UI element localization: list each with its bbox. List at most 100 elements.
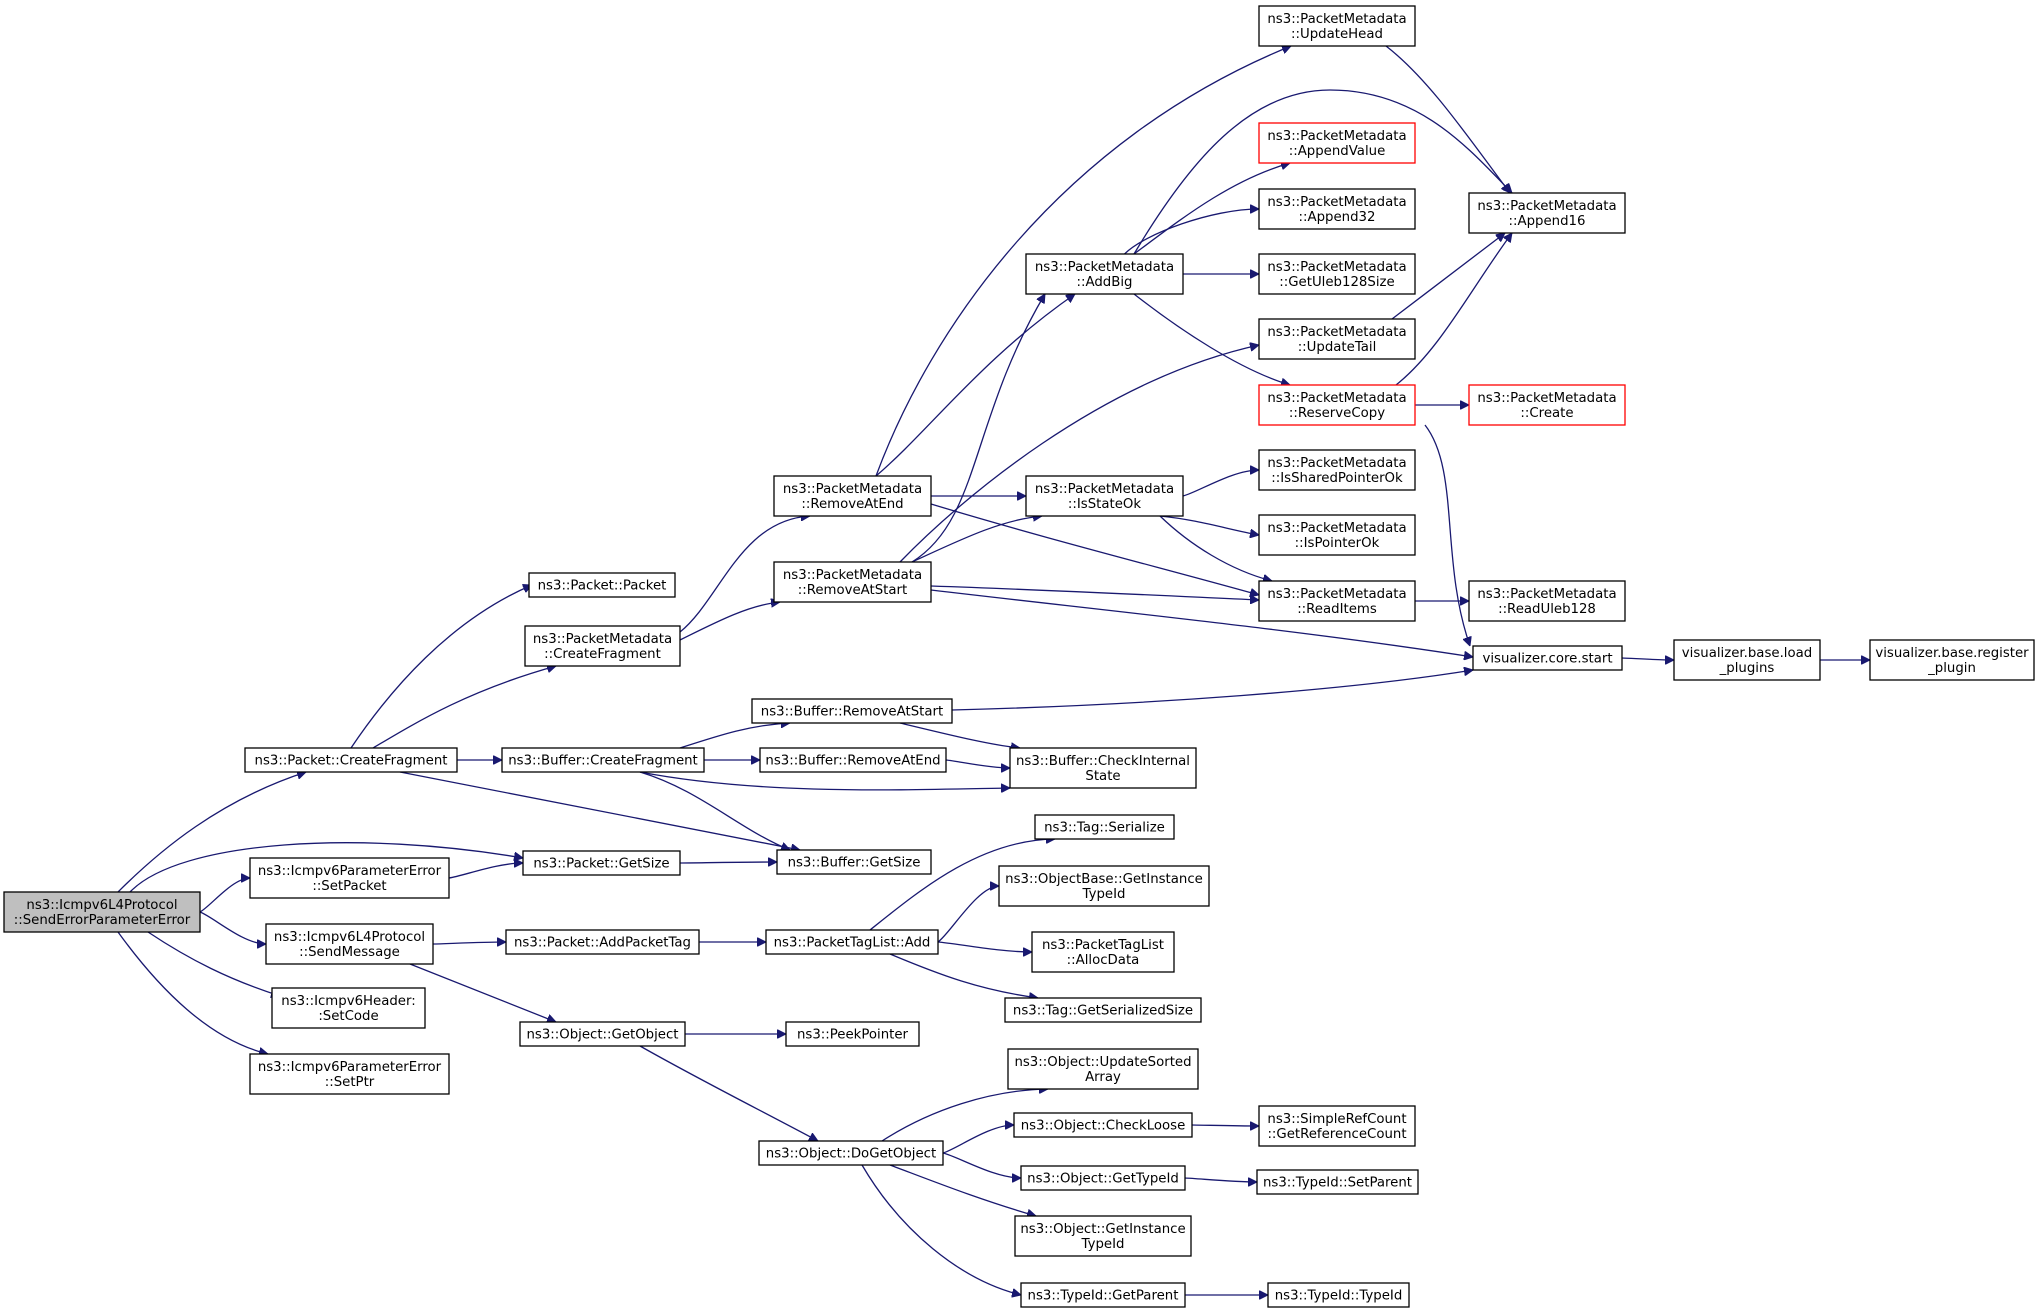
node-box (1869, 639, 2035, 681)
node-vis-core-start[interactable]: visualizer.core.start (1472, 645, 1623, 671)
edge-pm-removeatstart-to-pm-updatetail (899, 345, 1259, 563)
node-label-line: ns3::TypeId::TypeId (1275, 1289, 1403, 1304)
node-vis-register-plugin[interactable]: visualizer.base.register_plugin (1869, 639, 2035, 681)
node-box (1256, 1169, 1419, 1195)
node-label-line: ns3::TypeId::GetParent (1028, 1289, 1179, 1304)
node-label-line: ns3::Object::CheckLoose (1021, 1119, 1186, 1134)
node-pm-issharedpointerok[interactable]: ns3::PacketMetadata::IsSharedPointerOk (1258, 449, 1416, 491)
node-pm-appendvalue[interactable]: ns3::PacketMetadata::AppendValue (1258, 122, 1416, 164)
edge-pm-updatetail-to-pm-append16 (1391, 233, 1505, 320)
node-typeid-typeid[interactable]: ns3::TypeId::TypeId (1267, 1282, 1410, 1308)
node-label-line: ns3::Icmpv6L4Protocol (26, 898, 177, 913)
node-box (1258, 188, 1416, 230)
edge-packet-createfragment-to-pm-createfragment (372, 666, 556, 749)
node-peekpointer[interactable]: ns3::PeekPointer (785, 1021, 920, 1047)
node-box (1004, 997, 1202, 1023)
node-box (528, 572, 676, 598)
node-label-line: ::AddBig (1077, 275, 1133, 290)
edge-dogetobject-to-obj-getinstancetypeid (889, 1164, 1036, 1216)
edge-pm-addbig-to-pm-appendvalue (1133, 163, 1290, 255)
node-label-line: ::GetUleb128Size (1279, 275, 1394, 290)
node-pm-reservecopy[interactable]: ns3::PacketMetadata::ReserveCopy (1258, 384, 1416, 426)
node-pm-create[interactable]: ns3::PacketMetadata::Create (1468, 384, 1626, 426)
edge-root-to-setcode (147, 931, 280, 996)
node-pm-ispointerok[interactable]: ns3::PacketMetadata::IsPointerOk (1258, 514, 1416, 556)
node-label-line: ::IsSharedPointerOk (1271, 471, 1403, 486)
node-pm-isstateok[interactable]: ns3::PacketMetadata::IsStateOk (1025, 475, 1184, 517)
node-label-line: ::SendMessage (299, 945, 400, 960)
node-addpackettag[interactable]: ns3::Packet::AddPacketTag (505, 929, 700, 955)
node-pm-removeatend[interactable]: ns3::PacketMetadata::RemoveAtEnd (773, 475, 932, 517)
node-vis-load-plugins[interactable]: visualizer.base.load_plugins (1673, 639, 1821, 681)
node-box (1031, 931, 1175, 973)
node-label-line: ::ReserveCopy (1289, 406, 1385, 421)
node-label-line: ns3::Buffer::RemoveAtStart (761, 705, 943, 720)
edge-pm-removeatstart-to-pm-readitems (930, 585, 1259, 600)
edge-obj-checkloose-to-src-getreferencecount (1191, 1125, 1259, 1126)
node-box (998, 865, 1210, 907)
node-buf-removeatstart[interactable]: ns3::Buffer::RemoveAtStart (751, 698, 953, 724)
node-pm-append32[interactable]: ns3::PacketMetadata::Append32 (1258, 188, 1416, 230)
node-packet-createfragment[interactable]: ns3::Packet::CreateFragment (244, 747, 458, 773)
node-setptr[interactable]: ns3::Icmpv6ParameterError::SetPtr (249, 1053, 450, 1095)
node-label-line: _plugins (1719, 661, 1775, 676)
node-packet-packet[interactable]: ns3::Packet::Packet (528, 572, 676, 598)
node-ptl-allocdata[interactable]: ns3::PacketTagList::AllocData (1031, 931, 1175, 973)
node-dogetobject[interactable]: ns3::Object::DoGetObject (758, 1140, 944, 1166)
node-tag-add[interactable]: ns3::PacketTagList::Add (765, 929, 939, 955)
node-box (1034, 814, 1175, 840)
node-obj-checkloose[interactable]: ns3::Object::CheckLoose (1013, 1112, 1193, 1138)
node-buf-getsize[interactable]: ns3::Buffer::GetSize (776, 849, 932, 875)
node-setcode[interactable]: ns3::Icmpv6Header::SetCode (271, 987, 426, 1029)
node-pm-createfragment[interactable]: ns3::PacketMetadata::CreateFragment (524, 625, 681, 667)
node-root[interactable]: ns3::Icmpv6L4Protocol::SendErrorParamete… (3, 891, 201, 933)
node-box (3, 891, 201, 933)
node-label-line: ::AllocData (1067, 953, 1140, 968)
node-typeid-getparent[interactable]: ns3::TypeId::GetParent (1020, 1282, 1186, 1308)
node-buf-createfragment[interactable]: ns3::Buffer::CreateFragment (501, 747, 705, 773)
node-label-line: ns3::Icmpv6ParameterError (258, 864, 442, 879)
node-label-line: ns3::PacketMetadata (1035, 482, 1174, 497)
node-pm-readuleb128[interactable]: ns3::PacketMetadata::ReadUleb128 (1468, 580, 1626, 622)
node-buf-removeatend[interactable]: ns3::Buffer::RemoveAtEnd (759, 747, 947, 773)
node-label-line: ns3::Object::DoGetObject (766, 1147, 936, 1162)
edge-pm-isstateok-to-pm-issharedpointerok (1182, 470, 1259, 497)
node-pm-append16[interactable]: ns3::PacketMetadata::Append16 (1468, 192, 1626, 234)
node-box (271, 987, 426, 1029)
node-label-line: ns3::Tag::Serialize (1044, 821, 1165, 836)
node-obj-gettypeid[interactable]: ns3::Object::GetTypeId (1020, 1165, 1186, 1191)
node-box (776, 849, 932, 875)
node-getobject[interactable]: ns3::Object::GetObject (519, 1021, 686, 1047)
node-pe-setpacket[interactable]: ns3::Icmpv6ParameterError::SetPacket (249, 857, 450, 899)
node-packet-getsize[interactable]: ns3::Packet::GetSize (522, 850, 681, 876)
node-pm-getuleb128size[interactable]: ns3::PacketMetadata::GetUleb128Size (1258, 253, 1416, 295)
edge-dogetobject-to-obj-checkloose (942, 1125, 1014, 1154)
node-tag-serialize[interactable]: ns3::Tag::Serialize (1034, 814, 1175, 840)
edge-pm-removeatstart-to-pm-addbig (911, 294, 1046, 563)
node-tag-getserializedsize[interactable]: ns3::Tag::GetSerializedSize (1004, 997, 1202, 1023)
node-box (1673, 639, 1821, 681)
node-pm-updatehead[interactable]: ns3::PacketMetadata::UpdateHead (1258, 5, 1416, 47)
node-box (758, 1140, 944, 1166)
node-typeid-setparent[interactable]: ns3::TypeId::SetParent (1256, 1169, 1419, 1195)
node-label-line: _plugin (1927, 661, 1976, 676)
node-sendmessage[interactable]: ns3::Icmpv6L4Protocol::SendMessage (265, 923, 434, 965)
call-edges (117, 46, 1870, 1295)
node-box (524, 625, 681, 667)
node-pm-readitems[interactable]: ns3::PacketMetadata::ReadItems (1258, 580, 1416, 622)
edge-buf-createfragment-to-buf-checkinternal (639, 771, 1010, 790)
node-pm-removeatstart[interactable]: ns3::PacketMetadata::RemoveAtStart (773, 561, 932, 603)
node-label-line: ::UpdateHead (1291, 27, 1383, 42)
node-src-getreferencecount[interactable]: ns3::SimpleRefCount::GetReferenceCount (1258, 1105, 1416, 1147)
node-label-line: Array (1085, 1070, 1121, 1085)
edge-pm-createfragment-to-pm-removeatstart (679, 602, 780, 641)
node-pm-addbig[interactable]: ns3::PacketMetadata::AddBig (1025, 253, 1184, 295)
edge-root-to-sendmessage (199, 911, 267, 944)
node-pm-updatetail[interactable]: ns3::PacketMetadata::UpdateTail (1258, 318, 1416, 360)
node-label-line: ::ReadItems (1297, 602, 1377, 617)
